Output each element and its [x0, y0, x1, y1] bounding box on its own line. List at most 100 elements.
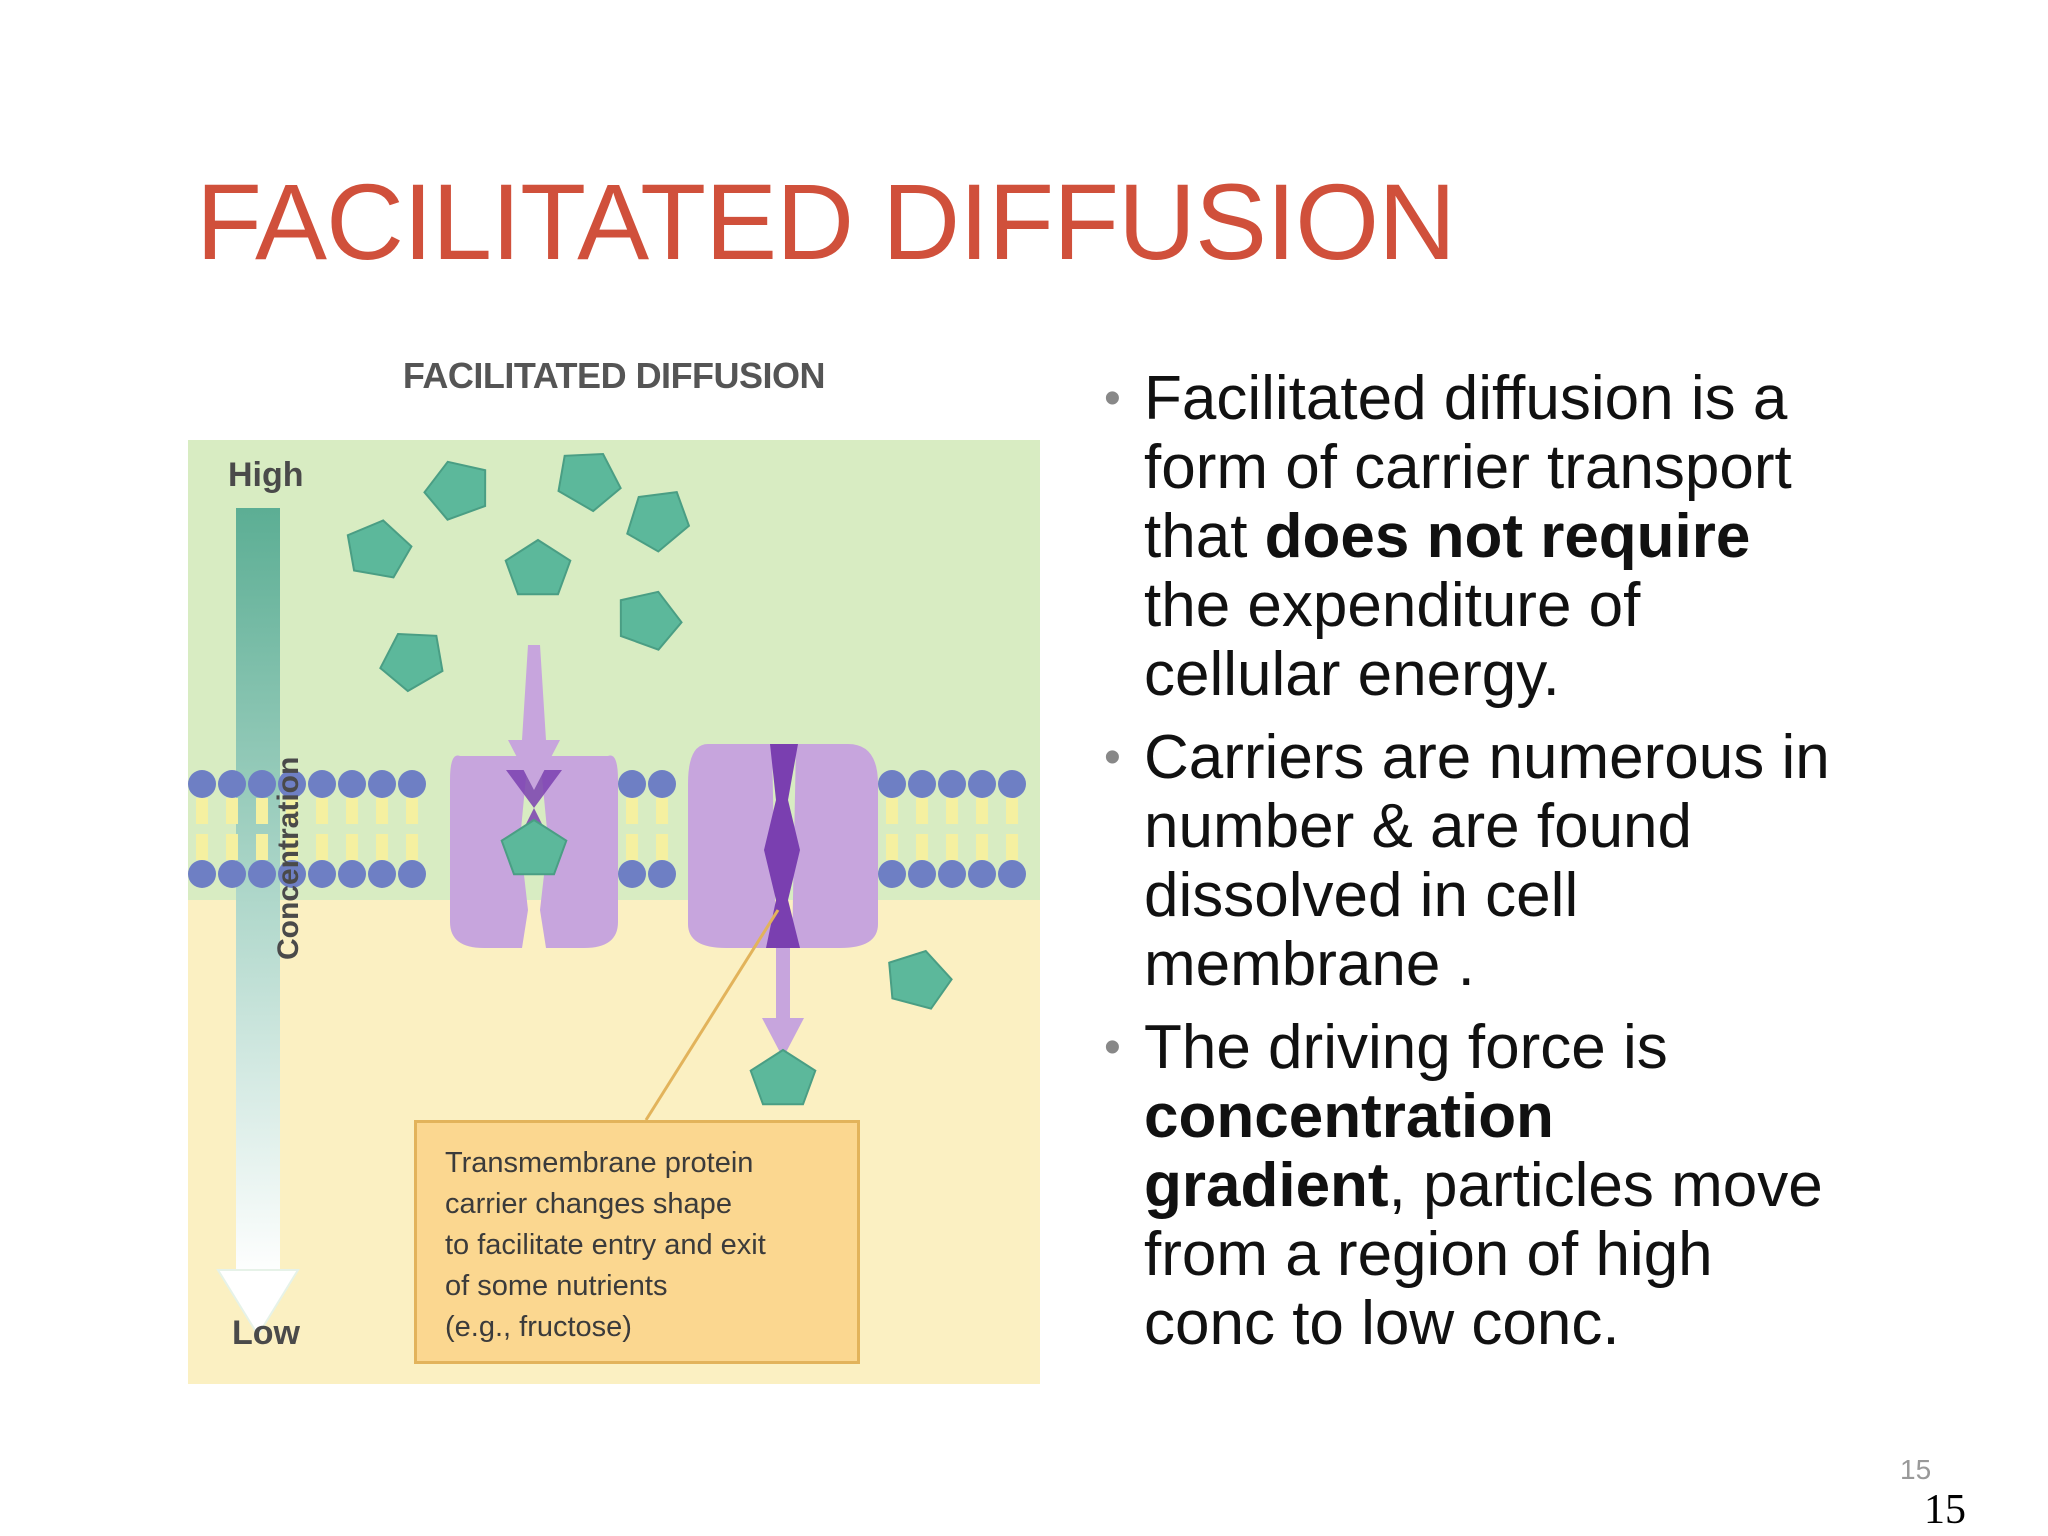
lipid-tail — [916, 834, 928, 860]
bullet-emphasis: does not require — [1264, 502, 1751, 571]
bullet-dot-icon: • — [1104, 1021, 1121, 1074]
lipid-tail — [196, 834, 208, 860]
slide-number: 15 — [1900, 1454, 1932, 1485]
bullet-text: conc to low conc. — [1144, 1289, 1620, 1358]
lipid-tail — [286, 798, 298, 824]
callout-box: Transmembrane protein carrier changes sh… — [414, 1120, 860, 1364]
diffusion-figure: FACILITATED DIFFUSION — [188, 350, 1040, 1390]
lipid-tail — [946, 834, 958, 860]
bullet-emphasis: gradient — [1144, 1151, 1389, 1220]
axis-label-concentration: Concentration — [272, 756, 305, 960]
bullet-text: Carriers are numerous in — [1144, 723, 1830, 792]
lipid-head — [398, 860, 426, 888]
bullet-line: The driving force is — [1144, 1013, 2004, 1082]
bullet-line: conc to low conc. — [1144, 1289, 2004, 1358]
molecule — [619, 590, 683, 651]
bullet-text: Facilitated diffusion is a — [1144, 364, 1788, 433]
concentration-arrow — [216, 508, 300, 1337]
lipid-tail — [196, 798, 208, 824]
bullet-emphasis: concentration — [1144, 1082, 1554, 1151]
lipid-head — [278, 770, 306, 798]
bullet-line: form of carrier transport — [1144, 433, 2004, 502]
lipid-tail — [286, 834, 298, 860]
lipid-head — [968, 770, 996, 798]
lipid-tail — [886, 834, 898, 860]
bullet-line: membrane . — [1144, 930, 2004, 999]
bullet-line: Facilitated diffusion is a — [1144, 364, 2004, 433]
lipid-tail — [626, 798, 638, 824]
lipid-head — [188, 770, 216, 798]
lipid-tail — [406, 834, 418, 860]
lipid-head — [908, 770, 936, 798]
bullet-line: that does not require — [1144, 502, 2004, 571]
lipid-tail — [376, 834, 388, 860]
lipid-head — [398, 770, 426, 798]
bullet-line: Carriers are numerous in — [1144, 723, 2004, 792]
lipid-tail — [346, 798, 358, 824]
lipid-head — [618, 770, 646, 798]
bullet-line: gradient, particles move — [1144, 1151, 2004, 1220]
lipid-head — [648, 770, 676, 798]
bullet-line: number & are found — [1144, 792, 2004, 861]
molecule — [749, 1048, 817, 1106]
callout-line: (e.g., fructose) — [445, 1311, 632, 1343]
lipid-tail — [946, 798, 958, 824]
molecule — [500, 818, 568, 876]
lipid-bilayer — [188, 770, 1026, 888]
lipid-tail — [376, 798, 388, 824]
lipid-tail — [256, 834, 268, 860]
molecule — [504, 538, 572, 596]
bullet-line: dissolved in cell — [1144, 861, 2004, 930]
page-number: 15 — [1924, 1487, 1966, 1533]
bullet-text: from a region of high — [1144, 1220, 1713, 1289]
lipid-head — [248, 770, 276, 798]
lipid-tail — [226, 798, 238, 824]
bullet-text: the expenditure of — [1144, 571, 1641, 640]
bullet-text: cellular energy. — [1144, 640, 1560, 709]
lipid-tail — [916, 798, 928, 824]
lipid-tail — [316, 798, 328, 824]
lipid-tail — [256, 798, 268, 824]
lipid-tail — [226, 834, 238, 860]
lipid-tail — [976, 834, 988, 860]
molecule — [626, 491, 691, 553]
callout-pointer — [644, 909, 780, 1121]
bullet-line: concentration — [1144, 1082, 2004, 1151]
bullet-dot-icon: • — [1104, 731, 1121, 784]
axis-label-high: High — [228, 456, 304, 494]
lipid-tail — [346, 834, 358, 860]
lipid-head — [968, 860, 996, 888]
lipid-head — [248, 860, 276, 888]
lipid-tail — [1006, 798, 1018, 824]
lipid-tail — [626, 834, 638, 860]
bullet-text: membrane . — [1144, 930, 1475, 999]
molecule — [346, 519, 413, 579]
bullet-text: , particles move — [1388, 1151, 1823, 1220]
lipid-tail — [656, 834, 668, 860]
entry-arrow — [508, 645, 560, 790]
lipid-tail — [976, 798, 988, 824]
lipid-head — [938, 860, 966, 888]
lipid-head — [998, 860, 1026, 888]
bullet-text: dissolved in cell — [1144, 861, 1579, 930]
lipid-head — [278, 860, 306, 888]
lipid-head — [938, 770, 966, 798]
lipid-tail — [406, 798, 418, 824]
lipid-head — [188, 860, 216, 888]
lipid-head — [368, 860, 396, 888]
lipid-head — [218, 860, 246, 888]
callout-line: of some nutrients — [445, 1270, 668, 1302]
molecule — [557, 452, 622, 513]
bullet-text: number & are found — [1144, 792, 1693, 861]
callout-line: Transmembrane protein — [445, 1147, 754, 1179]
bullet-text: form of carrier transport — [1144, 433, 1792, 502]
bullet-line: the expenditure of — [1144, 571, 2004, 640]
axis-label-low: Low — [232, 1314, 300, 1352]
bullet-text: The driving force is — [1144, 1013, 1668, 1082]
lipid-head — [338, 770, 366, 798]
bullet-text: that — [1144, 502, 1265, 571]
